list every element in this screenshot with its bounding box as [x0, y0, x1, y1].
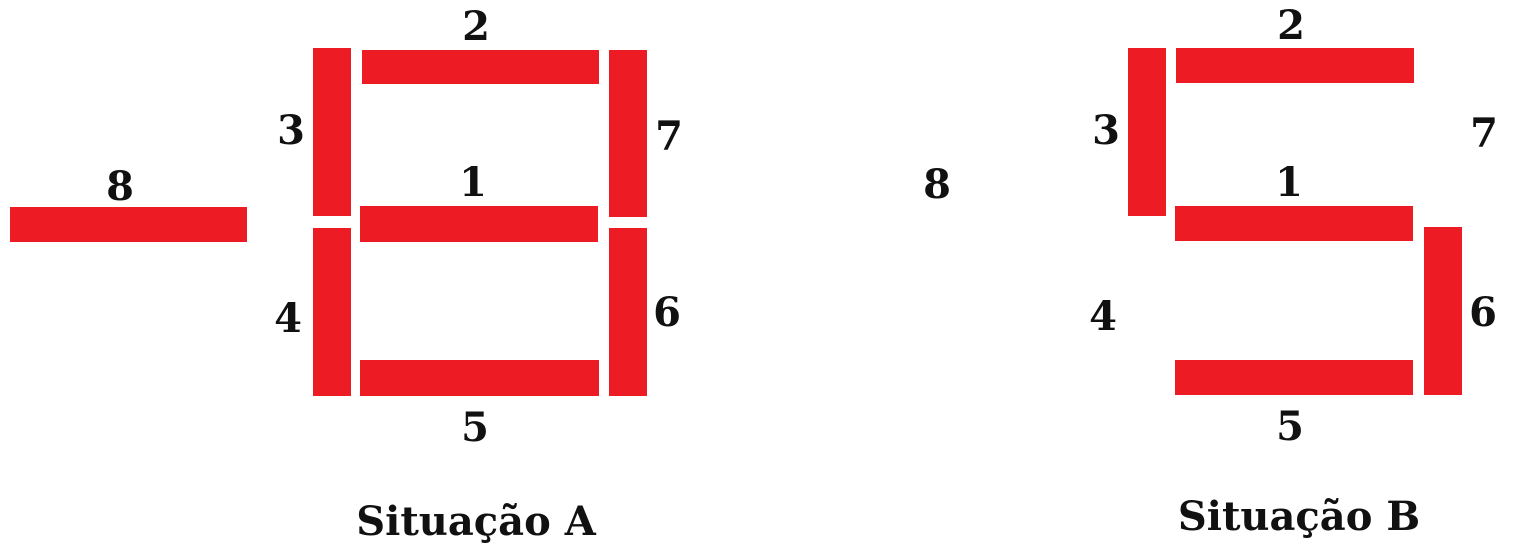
matchstick-a-2 [362, 50, 599, 84]
matchstick-a-4 [313, 228, 351, 396]
segment-label-a-7: 7 [655, 113, 683, 160]
matchstick-a-5 [360, 360, 599, 396]
matchstick-a-6 [609, 228, 647, 396]
segment-label-b-2: 2 [1277, 2, 1305, 49]
matchstick-b-6 [1424, 227, 1462, 395]
matchstick-a-8 [10, 207, 247, 242]
matchstick-b-3 [1128, 48, 1166, 216]
segment-label-a-1: 1 [459, 159, 487, 206]
segment-label-a-6: 6 [653, 289, 681, 336]
situation-caption-b: Situação B [1178, 493, 1420, 540]
matchstick-b-2 [1176, 48, 1414, 83]
segment-label-a-5: 5 [461, 404, 489, 451]
segment-label-b-8: 8 [923, 161, 951, 208]
matchstick-a-7 [609, 50, 647, 217]
matchstick-b-5 [1175, 360, 1413, 395]
segment-label-a-2: 2 [462, 3, 490, 50]
segment-label-a-3: 3 [277, 107, 305, 154]
segment-label-b-4: 4 [1089, 293, 1117, 340]
matchstick-a-3 [313, 48, 351, 216]
segment-label-b-7: 7 [1470, 110, 1498, 157]
segment-label-b-6: 6 [1469, 289, 1497, 336]
segment-label-a-4: 4 [274, 295, 302, 342]
matchstick-b-1 [1175, 206, 1413, 241]
matchstick-a-1 [360, 206, 598, 242]
segment-label-b-5: 5 [1276, 403, 1304, 450]
segment-label-b-1: 1 [1275, 159, 1303, 206]
situation-caption-a: Situação A [356, 498, 596, 545]
segment-label-a-8: 8 [106, 163, 134, 210]
segment-label-b-3: 3 [1092, 107, 1120, 154]
